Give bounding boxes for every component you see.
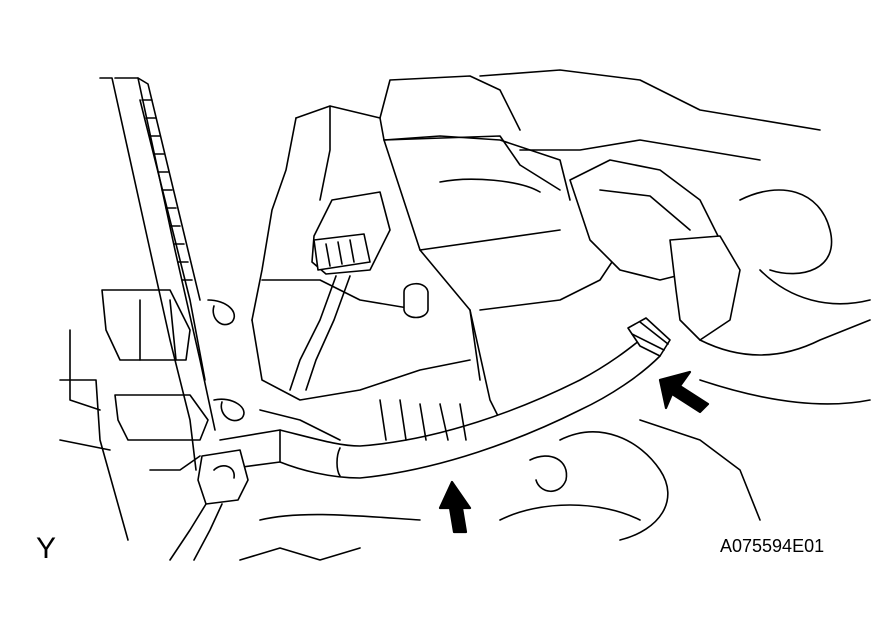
radiator-frame xyxy=(59,77,245,541)
hose-bottom-arrow xyxy=(438,480,472,534)
view-label: Y xyxy=(36,532,57,565)
lower-connector xyxy=(149,449,249,561)
electrical-connector xyxy=(289,191,429,391)
engine-hoses-right xyxy=(379,69,871,541)
lower-engine-parts xyxy=(239,399,467,561)
component-box xyxy=(251,105,621,421)
hose-clamp xyxy=(627,317,671,357)
figure-code: A075594E01 xyxy=(720,536,825,556)
hose-clamp-arrow xyxy=(658,370,710,414)
vacuum-hose xyxy=(219,339,661,479)
